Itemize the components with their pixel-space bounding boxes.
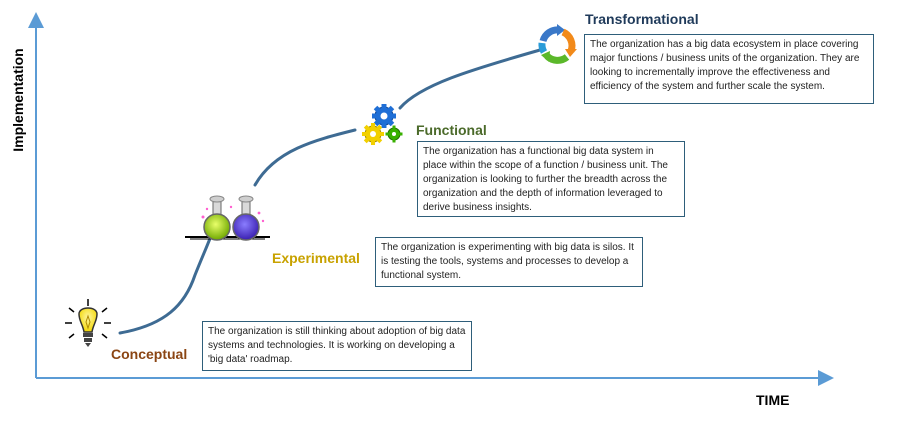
- stage-title-transformational: Transformational: [585, 11, 699, 27]
- stage-title-experimental: Experimental: [272, 250, 360, 266]
- stage-title-conceptual: Conceptual: [111, 346, 188, 362]
- gears-icon: [362, 104, 403, 145]
- stage-description-conceptual: The organization is still thinking about…: [202, 321, 472, 371]
- x-axis-label: TIME: [756, 392, 790, 408]
- cycle-arrows-icon: [538, 24, 577, 64]
- maturity-curve: [118, 48, 542, 335]
- flasks-icon: [185, 195, 270, 241]
- stage-description-experimental: The organization is experimenting with b…: [375, 237, 643, 287]
- stage-description-functional: The organization has a functional big da…: [417, 141, 685, 217]
- y-axis-label: Implementation: [10, 48, 26, 152]
- stage-description-transformational: The organization has a big data ecosyste…: [584, 34, 874, 104]
- stage-title-functional: Functional: [416, 122, 487, 138]
- lightbulb-icon: [65, 299, 111, 347]
